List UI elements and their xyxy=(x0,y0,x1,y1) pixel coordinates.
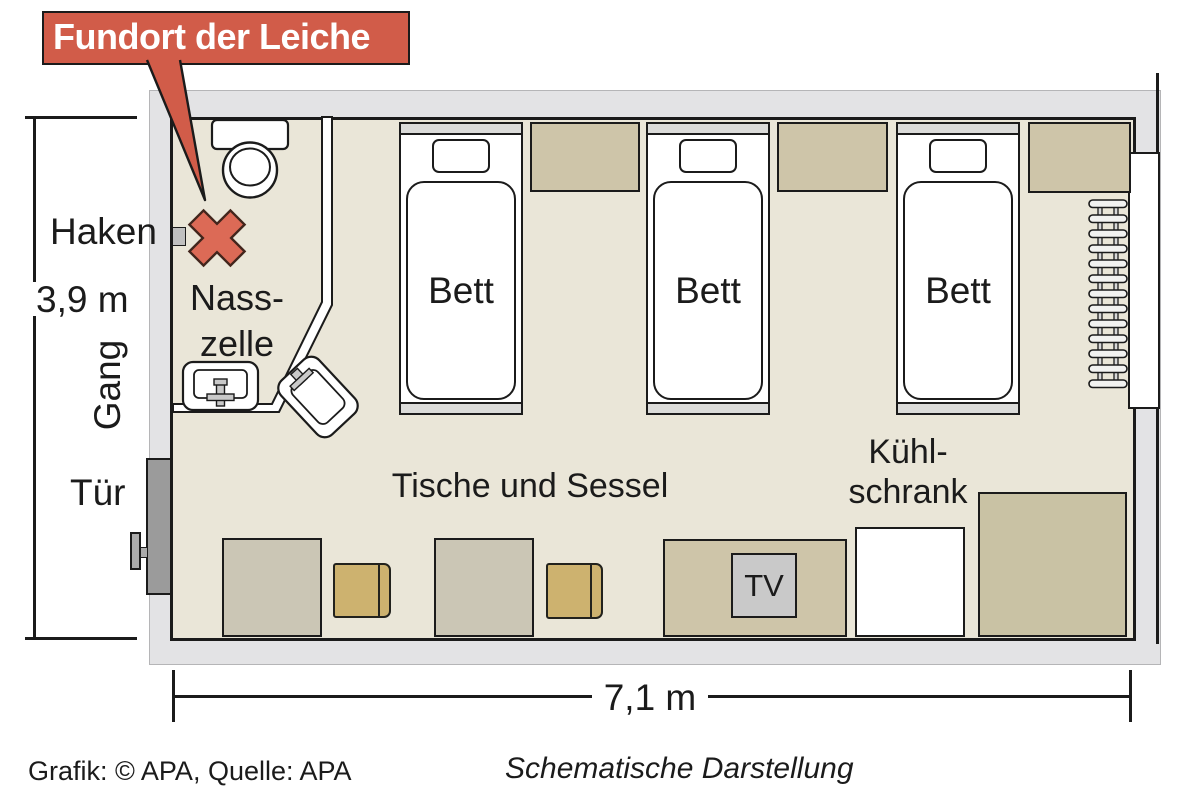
kuehlschrank-label-line1: Kühl- xyxy=(868,433,948,471)
height-dim-line-upper xyxy=(33,116,36,282)
bed-footboard xyxy=(648,402,768,413)
callout-label: Fundort der Leiche xyxy=(53,16,371,57)
bed-footboard xyxy=(898,402,1018,413)
locker-1 xyxy=(530,122,640,192)
height-dimension-label: 3,9 m xyxy=(36,279,129,320)
bed-label: Bett xyxy=(428,269,494,311)
height-dim-tick-top xyxy=(25,116,137,119)
width-dim-line-right xyxy=(708,695,1131,698)
haken-label: Haken xyxy=(50,211,157,252)
credit-text: Grafik: © APA, Quelle: APA xyxy=(28,756,352,786)
chair-2 xyxy=(546,563,603,619)
window xyxy=(1128,152,1160,409)
tische-und-sessel-label: Tische und Sessel xyxy=(391,467,669,505)
chair-backrest xyxy=(378,563,391,618)
chair-1 xyxy=(333,563,391,618)
nasszelle-label-line2: zelle xyxy=(199,323,275,364)
tv: TV xyxy=(731,553,797,618)
bed-2: Bett xyxy=(646,122,770,415)
pillow xyxy=(929,139,987,173)
bed-footboard xyxy=(401,402,521,413)
height-dim-tick-bottom xyxy=(25,637,137,640)
schematic-note: Schematische Darstellung xyxy=(505,752,854,785)
width-dim-tick-left xyxy=(172,670,175,722)
tv-label: TV xyxy=(744,567,784,603)
pillow xyxy=(679,139,737,173)
tuer-label: Tür xyxy=(70,472,126,513)
corner-cabinet xyxy=(978,492,1127,637)
door-handle xyxy=(130,532,141,570)
gang-label: Gang xyxy=(87,339,128,431)
fridge xyxy=(855,527,965,637)
door xyxy=(146,458,172,595)
table-1 xyxy=(222,538,322,637)
locker-3 xyxy=(1028,122,1131,193)
table-2 xyxy=(434,538,534,637)
callout-box: Fundort der Leiche xyxy=(42,11,410,65)
bed-headboard xyxy=(401,124,521,135)
bed-headboard xyxy=(648,124,768,135)
nasszelle-label-line1: Nass- xyxy=(189,277,284,318)
bed-label: Bett xyxy=(925,269,991,311)
chair-backrest xyxy=(590,563,603,619)
width-dimension-label: 7,1 m xyxy=(603,677,697,718)
door-handle-stem xyxy=(140,547,148,558)
pillow xyxy=(432,139,490,173)
bed-mattress: Bett xyxy=(406,181,516,400)
bed-mattress: Bett xyxy=(653,181,763,400)
height-dim-line-lower xyxy=(33,316,36,639)
width-dim-line-left xyxy=(174,695,592,698)
bed-headboard xyxy=(898,124,1018,135)
bed-mattress: Bett xyxy=(903,181,1013,400)
bed-1: Bett xyxy=(399,122,523,415)
width-dim-tick-right xyxy=(1129,670,1132,722)
hook xyxy=(172,227,186,246)
kuehlschrank-label-line2: schrank xyxy=(848,473,968,511)
bed-3: Bett xyxy=(896,122,1020,415)
locker-2 xyxy=(777,122,888,192)
bed-label: Bett xyxy=(675,269,741,311)
